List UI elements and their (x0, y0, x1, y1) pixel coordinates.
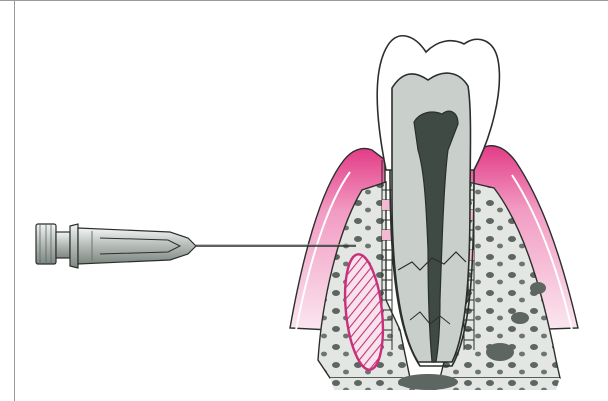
syringe-icon (36, 224, 196, 268)
